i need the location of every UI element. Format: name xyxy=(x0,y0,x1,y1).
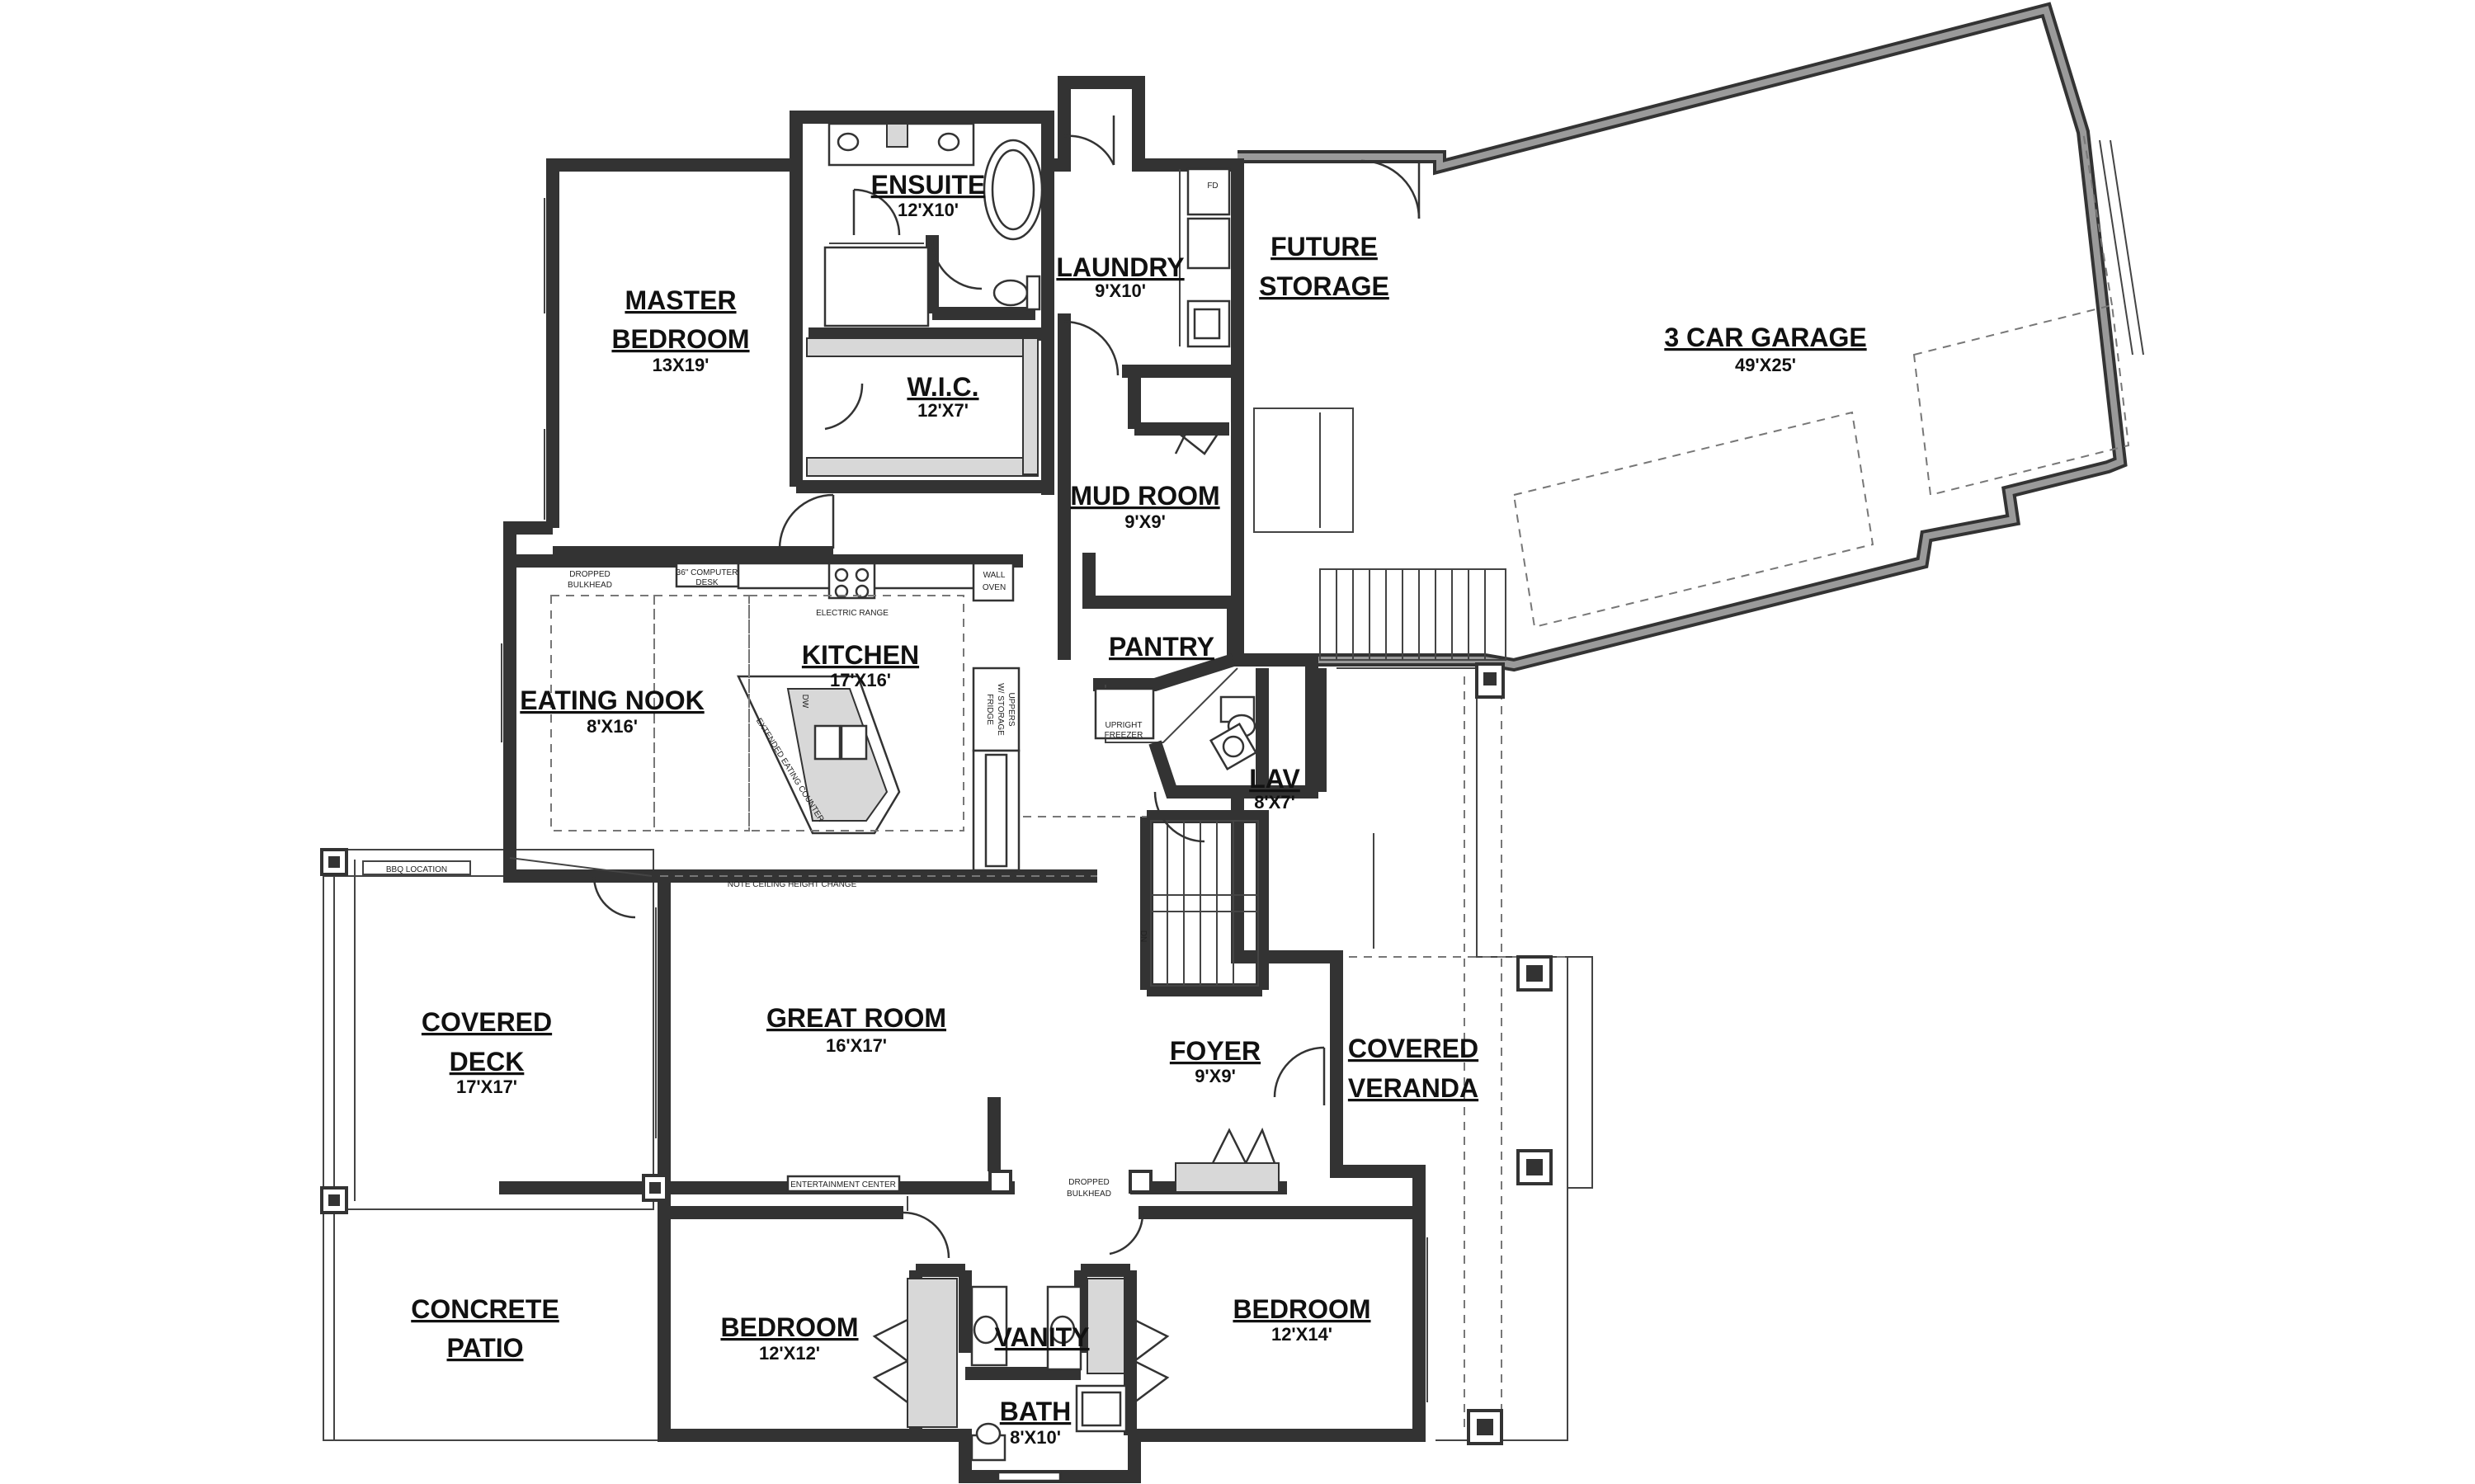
label-bedroom-left: BEDROOM xyxy=(720,1312,858,1342)
entertainment-center xyxy=(786,1175,901,1193)
size-great-room: 16'X17' xyxy=(826,1035,887,1056)
note-stair-dn: DN xyxy=(1138,930,1148,942)
note-entertainment-center: ENTERTAINMENT CENTER xyxy=(790,1180,896,1190)
label-patio: PATIO xyxy=(446,1333,523,1363)
note-bulkhead-2: BULKHEAD xyxy=(1067,1190,1111,1199)
note-bbq-location: BBQ LOCATION xyxy=(386,865,447,874)
lav-fixtures xyxy=(1209,695,1258,771)
size-laundry: 9'X10' xyxy=(1095,280,1146,301)
note-desk: DESK xyxy=(695,578,719,587)
size-covered-deck: 17'X17' xyxy=(456,1076,517,1097)
note-computer-desk: 36" COMPUTER xyxy=(676,568,738,577)
size-bedroom-right: 12'X14' xyxy=(1271,1324,1332,1345)
label-covered-deck-2: DECK xyxy=(450,1047,525,1076)
label-concrete: CONCRETE xyxy=(411,1294,559,1324)
size-garage: 49'X25' xyxy=(1735,355,1796,375)
garage xyxy=(1238,2,2144,672)
size-foyer: 9'X9' xyxy=(1195,1066,1236,1086)
label-laundry: LAUNDRY xyxy=(1056,252,1184,282)
windows xyxy=(501,198,1428,1402)
label-future: FUTURE xyxy=(1270,232,1378,261)
concrete-patio-outline xyxy=(323,1209,661,1441)
note-bulkhead: BULKHEAD xyxy=(568,581,612,590)
note-upright: UPRIGHT xyxy=(1106,721,1143,730)
garage-steps xyxy=(1253,408,1506,661)
label-mudroom: MUD ROOM xyxy=(1070,481,1219,511)
note-freezer: FREEZER xyxy=(1105,731,1143,740)
label-storage: STORAGE xyxy=(1259,271,1389,301)
label-great-room: GREAT ROOM xyxy=(766,1003,946,1033)
label-kitchen: KITCHEN xyxy=(802,640,919,670)
note-dropped-bulkhead: DROPPED xyxy=(569,570,610,579)
label-wic: W.I.C. xyxy=(907,372,978,402)
note-fridge-storage: W/ STORAGE xyxy=(996,683,1005,736)
note-dw: DW xyxy=(800,695,809,709)
label-master-1: MASTER xyxy=(625,285,736,315)
label-eating-nook: EATING NOOK xyxy=(520,685,704,715)
size-ensuite: 12'X10' xyxy=(898,200,959,220)
label-covered-veranda-1: COVERED xyxy=(1348,1034,1478,1063)
covered-veranda-outline xyxy=(1336,667,1593,1441)
note-fridge: FRIDGE xyxy=(985,694,994,725)
bath-fixtures xyxy=(970,1285,1128,1482)
note-wall: WALL xyxy=(983,571,1006,580)
label-ensuite: ENSUITE xyxy=(871,170,986,200)
label-covered-deck-1: COVERED xyxy=(422,1007,552,1037)
pantry-fixtures xyxy=(1094,687,1155,740)
label-bedroom-right: BEDROOM xyxy=(1233,1294,1370,1324)
size-lav: 8'X7' xyxy=(1254,792,1295,813)
label-vanity: VANITY xyxy=(995,1322,1090,1352)
size-eating-nook: 8'X16' xyxy=(587,716,638,737)
ensuite-fixtures xyxy=(823,122,1044,327)
label-bath: BATH xyxy=(1000,1397,1072,1426)
kitchen-fixtures xyxy=(510,554,1147,872)
size-bath: 8'X10' xyxy=(1010,1427,1061,1448)
size-bedroom-left: 12'X12' xyxy=(759,1343,820,1364)
main-stairs xyxy=(1150,820,1259,987)
note-oven: OVEN xyxy=(983,583,1006,592)
label-covered-veranda-2: VERANDA xyxy=(1348,1073,1478,1103)
note-dropped: DROPPED xyxy=(1068,1178,1109,1187)
note-ceiling-height: NOTE CEILING HEIGHT CHANGE xyxy=(728,880,857,889)
note-fridge-uppers: UPPERS xyxy=(1006,692,1016,726)
room-labels: ENSUITE 12'X10' MASTER BEDROOM 13X19' W.… xyxy=(411,170,1866,1448)
size-master: 13X19' xyxy=(653,355,710,375)
label-master-2: BEDROOM xyxy=(611,324,749,354)
label-lav: LAV xyxy=(1249,764,1300,794)
size-wic: 12'X7' xyxy=(917,400,969,421)
closets xyxy=(907,1162,1280,1428)
size-kitchen: 17'X16' xyxy=(830,670,891,690)
wic-shelves xyxy=(806,337,1039,477)
note-fd: FD xyxy=(1207,181,1218,191)
label-pantry: PANTRY xyxy=(1109,632,1214,662)
doors xyxy=(592,115,1326,1403)
label-garage: 3 CAR GARAGE xyxy=(1664,323,1866,352)
note-electric-range: ELECTRIC RANGE xyxy=(816,609,889,618)
laundry-fixtures xyxy=(1179,167,1231,348)
size-mudroom: 9'X9' xyxy=(1124,511,1166,532)
label-foyer: FOYER xyxy=(1170,1036,1261,1066)
columns xyxy=(320,662,1553,1445)
